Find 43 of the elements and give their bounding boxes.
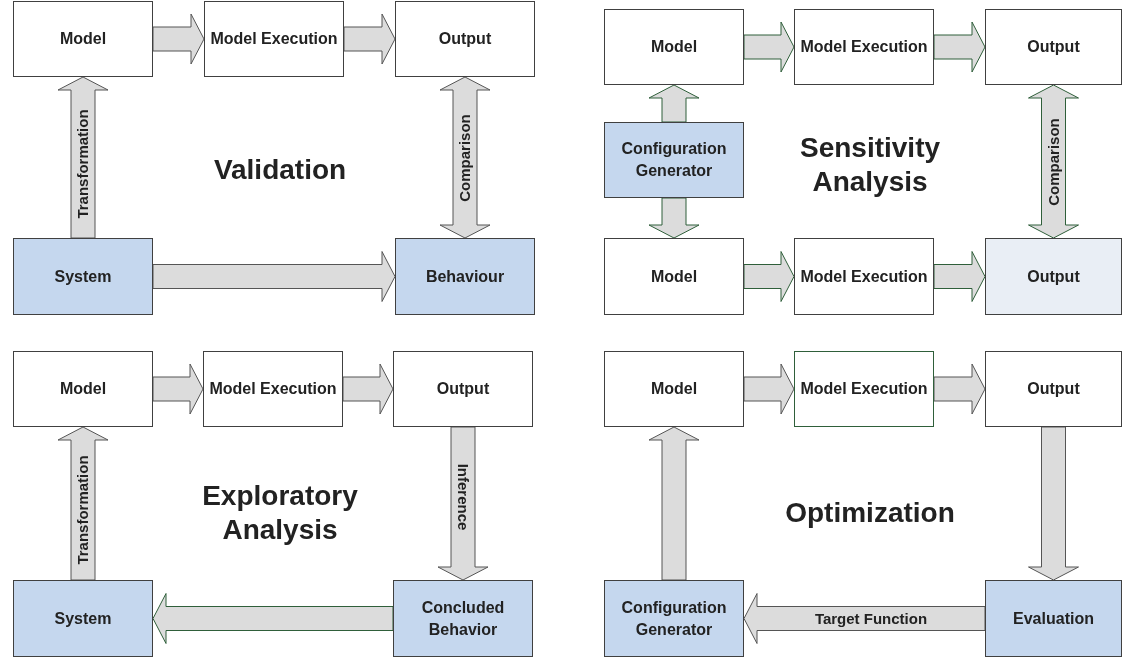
block-arrow	[1028, 426, 1079, 581]
process-box: Output	[985, 351, 1122, 427]
block-arrow	[743, 363, 795, 415]
process-box: Output	[393, 351, 533, 427]
block-arrow	[343, 13, 396, 65]
process-box: System	[13, 238, 153, 315]
block-arrow	[743, 21, 795, 73]
block-arrow	[648, 426, 700, 581]
block-arrow	[648, 84, 700, 123]
process-box: Model Execution	[794, 351, 934, 427]
process-box: Model	[13, 351, 153, 427]
process-box: Evaluation	[985, 580, 1122, 657]
process-box: Model	[604, 351, 744, 427]
section-title: Sensitivity Analysis	[798, 131, 942, 199]
block-arrow	[743, 251, 795, 302]
block-arrow	[152, 13, 205, 65]
process-box: Configuration Generator	[604, 580, 744, 657]
section-title: Validation	[212, 153, 348, 187]
section-title: Exploratory Analysis	[201, 479, 359, 547]
section-title: Optimization	[784, 496, 956, 530]
block-arrow	[152, 593, 394, 644]
block-arrow	[342, 363, 394, 415]
process-box: Model Execution	[794, 9, 934, 85]
block-arrow	[152, 251, 396, 302]
block-arrow	[152, 363, 204, 415]
process-box: Model	[604, 238, 744, 315]
edge-label: Comparison	[456, 112, 474, 203]
process-box: Model	[13, 1, 153, 77]
process-box: Output	[985, 238, 1122, 315]
block-arrow	[933, 363, 986, 415]
process-box: System	[13, 580, 153, 657]
process-box: Concluded Behavior	[393, 580, 533, 657]
block-arrow	[648, 197, 700, 239]
process-box: Model Execution	[204, 1, 344, 77]
process-box: Model	[604, 9, 744, 85]
process-box: Behaviour	[395, 238, 535, 315]
process-box: Output	[985, 9, 1122, 85]
block-arrow	[933, 251, 986, 302]
block-arrow	[933, 21, 986, 73]
process-box: Output	[395, 1, 535, 77]
process-box: Configuration Generator	[604, 122, 744, 198]
process-box: Model Execution	[794, 238, 934, 315]
process-box: Model Execution	[203, 351, 343, 427]
